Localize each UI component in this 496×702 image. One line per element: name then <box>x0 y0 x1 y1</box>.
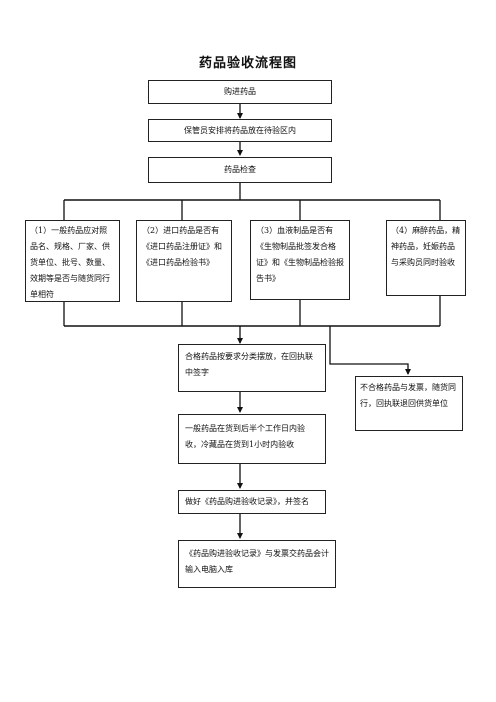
node-inspection-label: 药品检查 <box>224 165 256 174</box>
node-check-import-label: （2）进口药品是否有《进口药品注册证》和《进口药品检验书》 <box>142 226 222 267</box>
node-check-import: （2）进口药品是否有《进口药品注册证》和《进口药品检验书》 <box>136 220 232 302</box>
diagram-title: 药品验收流程图 <box>198 56 297 71</box>
node-record: 做好《药品购进验收记录》，并签名 <box>178 490 326 514</box>
node-record-label: 做好《药品购进验收记录》，并签名 <box>185 497 309 506</box>
node-keeper-label: 保管员安排将药品放在待验区内 <box>184 125 296 135</box>
node-check-blood: （3）血液制品是否有《生物制品批签发合格证》和《生物制品检验报告书》 <box>250 220 350 300</box>
node-check-general-label: （1）一般药品应对照品名、规格、厂家、供货单位、批号、数量、效期等是否与随货同行… <box>30 226 110 299</box>
node-unqualified: 不合格药品与发票，随货同行，回执联退回供货单位 <box>355 376 463 431</box>
arrow-merge-to-unqualified <box>329 326 411 375</box>
node-qualified-label: 合格药品按要求分类摆放，在回执联中签字 <box>185 352 313 377</box>
node-timing: 一般药品在货到后半个工作日内验收，冷藏品在货到1小时内验收 <box>178 414 326 464</box>
node-check-general: （1）一般药品应对照品名、规格、厂家、供货单位、批号、数量、效期等是否与随货同行… <box>25 220 120 302</box>
node-check-narcotic-label: （4）麻醉药品，精神药品，妊娠药品与采购员同时验收 <box>391 226 461 267</box>
node-qualified: 合格药品按要求分类摆放，在回执联中签字 <box>178 344 326 392</box>
node-check-narcotic: （4）麻醉药品，精神药品，妊娠药品与采购员同时验收 <box>386 220 466 296</box>
node-handover: 《药品购进验收记录》与发票交药品会计输入电脑入库 <box>178 540 336 588</box>
node-timing-label: 一般药品在货到后半个工作日内验收，冷藏品在货到1小时内验收 <box>185 424 305 449</box>
node-handover-label: 《药品购进验收记录》与发票交药品会计输入电脑入库 <box>185 549 329 574</box>
node-purchase: 购进药品 <box>148 80 332 104</box>
node-inspection: 药品检查 <box>148 157 332 183</box>
node-check-blood-label: （3）血液制品是否有《生物制品批签发合格证》和《生物制品检验报告书》 <box>256 226 344 283</box>
node-keeper: 保管员安排将药品放在待验区内 <box>148 119 332 142</box>
node-purchase-label: 购进药品 <box>224 87 256 96</box>
node-unqualified-label: 不合格药品与发票，随货同行，回执联退回供货单位 <box>360 383 456 408</box>
